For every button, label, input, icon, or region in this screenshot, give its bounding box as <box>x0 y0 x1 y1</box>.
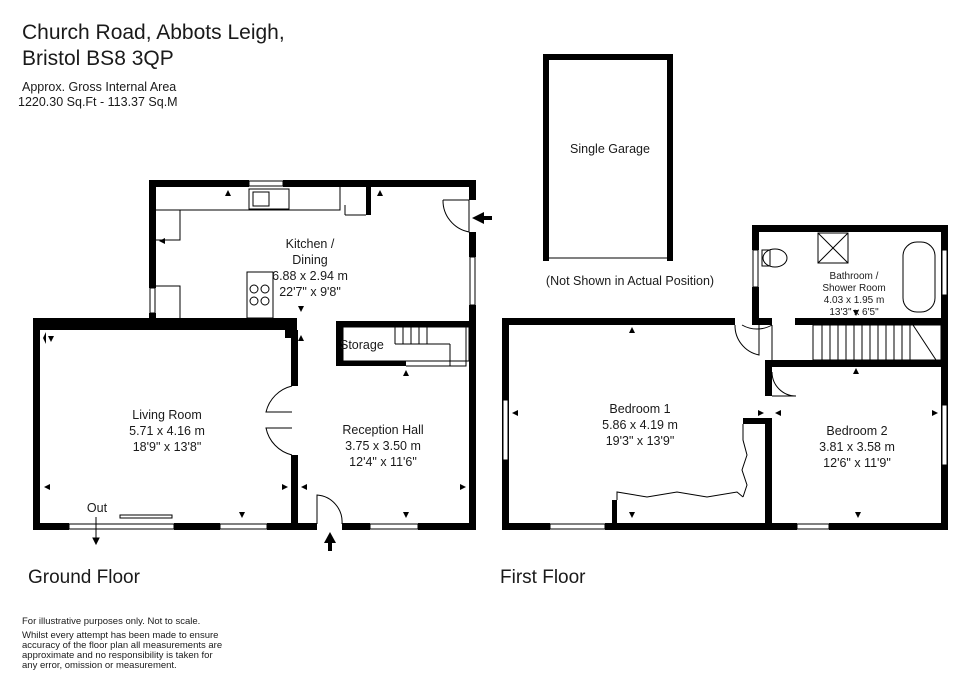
first-stairs <box>812 324 942 361</box>
kitchen-fittings <box>156 187 470 319</box>
bathroom-label: Bathroom / Shower Room 4.03 x 1.95 m 13'… <box>808 271 900 319</box>
disclaimer-line-5: any error, omission or measurement. <box>22 660 177 671</box>
bedroom2-label: Bedroom 2 3.81 x 3.58 m 12'6" x 11'9" <box>797 423 917 471</box>
first-floor-label: First Floor <box>500 567 586 588</box>
living-imperial: 18'9" x 13'8" <box>132 440 202 454</box>
disclaimer-line-3: accuracy of the floor plan all measureme… <box>22 640 223 651</box>
bathroom-imperial: 13'3" x 6'5" <box>829 307 879 318</box>
double-doors <box>265 385 293 456</box>
out-arrow <box>92 514 173 546</box>
living-metric: 5.71 x 4.16 m <box>129 424 205 438</box>
bathroom-name-2: Shower Room <box>822 283 886 294</box>
ground-floor-walls <box>33 180 476 530</box>
first-floor-windows <box>502 249 948 530</box>
kitchen-name-1: Kitchen / <box>285 237 335 251</box>
area-value: 1220.30 Sq.Ft - 113.37 Sq.M <box>18 95 178 109</box>
ground-floor-label: Ground Floor <box>28 567 140 588</box>
entry-arrows <box>324 212 492 551</box>
bathroom-metric: 4.03 x 1.95 m <box>823 295 885 306</box>
garage-label: Single Garage <box>570 142 650 156</box>
disclaimer-line-1: For illustrative purposes only. Not to s… <box>22 616 201 627</box>
reception-room-label: Reception Hall 3.75 x 3.50 m 12'4" x 11'… <box>323 422 443 470</box>
kitchen-room-label: Kitchen / Dining 6.88 x 2.94 m 22'7" x 9… <box>250 236 370 300</box>
reception-name: Reception Hall <box>342 423 424 437</box>
area-label: Approx. Gross Internal Area <box>22 80 177 94</box>
kitchen-imperial: 22'7" x 9'8" <box>279 285 341 299</box>
out-label: Out <box>86 501 108 515</box>
wall-markers <box>43 190 938 518</box>
ground-stairs <box>342 326 470 367</box>
living-room-label: Living Room 5.71 x 4.16 m 18'9" x 13'8" <box>107 407 227 455</box>
bedroom-doors <box>616 325 797 500</box>
disclaimer-line-2: Whilst every attempt has been made to en… <box>22 630 219 641</box>
kitchen-name-2: Dining <box>292 253 328 267</box>
address-line-1: Church Road, Abbots Leigh, <box>22 21 285 44</box>
reception-imperial: 12'4" x 11'6" <box>349 455 417 469</box>
front-door <box>316 494 343 525</box>
bedroom1-metric: 5.86 x 4.19 m <box>602 418 678 432</box>
bedroom1-name: Bedroom 1 <box>609 402 671 416</box>
reception-metric: 3.75 x 3.50 m <box>345 439 421 453</box>
disclaimer-line-4: approximate and no responsibility is tak… <box>22 650 213 661</box>
address-line-2: Bristol BS8 3QP <box>22 47 174 70</box>
living-name: Living Room <box>132 408 202 422</box>
garage-note: (Not Shown in Actual Position) <box>545 274 715 288</box>
storage-label: Storage <box>340 338 384 352</box>
kitchen-metric: 6.88 x 2.94 m <box>272 269 348 283</box>
bedroom1-imperial: 19'3" x 13'9" <box>605 434 675 448</box>
bedroom2-imperial: 12'6" x 11'9" <box>823 456 891 470</box>
ground-floor-windows <box>68 180 476 530</box>
bedroom2-name: Bedroom 2 <box>826 424 888 438</box>
bathroom-name-1: Bathroom / <box>829 271 879 282</box>
bedroom2-metric: 3.81 x 3.58 m <box>819 440 895 454</box>
bathroom-fittings <box>734 232 936 356</box>
bedroom1-label: Bedroom 1 5.86 x 4.19 m 19'3" x 13'9" <box>580 401 700 449</box>
garage-outline <box>543 54 673 261</box>
